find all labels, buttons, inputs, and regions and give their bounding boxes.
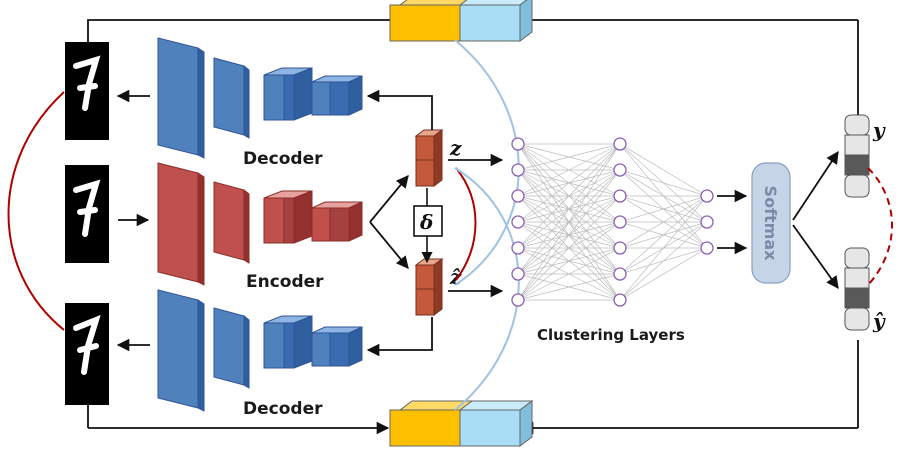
clustering-connections: [517, 143, 708, 301]
clustering-neurons: [511, 137, 714, 307]
network-edge: [517, 143, 621, 249]
network-edge: [517, 169, 621, 301]
red-arc-latent: [455, 167, 477, 281]
red-arc-top-left: [7, 91, 65, 331]
neuron-layer-2: [613, 189, 627, 203]
latent-z-block: [414, 129, 444, 187]
network-edge: [517, 143, 621, 223]
network-edge: [619, 195, 708, 275]
encoder-network: [157, 162, 363, 286]
network-edge: [517, 247, 621, 301]
delta-box: [413, 205, 443, 237]
neuron-layer-1: [511, 241, 525, 255]
neuron-layer-2: [613, 137, 627, 151]
blue-curve-bottom: [454, 167, 520, 411]
network-edge: [619, 169, 708, 197]
neuron-layer-2: [613, 163, 627, 177]
latent-to-decoder-arrows: [366, 89, 433, 357]
network-edge: [517, 195, 621, 301]
red-dashed-arc-output: [867, 167, 893, 286]
network-edge: [619, 195, 708, 249]
network-edge: [517, 273, 621, 301]
queue-block-top: [389, 0, 533, 42]
network-edge: [517, 143, 621, 171]
neuron-layer-1: [511, 267, 525, 281]
output-to-softmax-arrows: [717, 189, 748, 255]
label-decoder-top: Decoder: [243, 149, 323, 169]
network-edge: [517, 143, 621, 301]
network-edge: [619, 195, 708, 301]
network-edge: [619, 195, 708, 223]
digit-image-middle: [65, 165, 109, 263]
network-edge: [517, 221, 621, 301]
blue-curve-top: [454, 39, 520, 286]
neuron-layer-1: [511, 163, 525, 177]
neuron-layer-1: [511, 215, 525, 229]
network-edge: [619, 143, 708, 197]
decoder-top-network: [157, 37, 363, 159]
feedback-loop-top: [87, 13, 859, 115]
softmax-to-vector-arrows: [792, 150, 839, 290]
neuron-layer-1: [511, 189, 525, 203]
delta-symbol: δ: [419, 210, 433, 234]
neuron-layer-3: [700, 241, 714, 255]
neuron-layer-1: [511, 137, 525, 151]
digit-image-top: [65, 42, 109, 140]
network-edge: [517, 143, 621, 275]
neuron-layer-3: [700, 215, 714, 229]
neuron-layer-1: [511, 293, 525, 307]
symbol-z: z: [449, 136, 462, 160]
label-clustering-layers: Clustering Layers: [537, 326, 685, 344]
label-softmax: Softmax: [761, 186, 780, 262]
feedback-loop-bottom: [87, 340, 859, 435]
neuron-layer-3: [700, 189, 714, 203]
queue-block-bottom: [389, 400, 534, 447]
network-edge: [517, 143, 621, 197]
neuron-layer-2: [613, 215, 627, 229]
encoder-split-arrows: [369, 175, 409, 269]
network-edge: [619, 221, 708, 301]
vector-y-hat-icon: [844, 247, 870, 331]
symbol-y-hat: ŷ: [872, 309, 886, 333]
neuron-layer-2: [613, 293, 627, 307]
decoder-bottom-network: [157, 289, 363, 412]
symbol-y: y: [872, 118, 886, 142]
label-decoder-bottom: Decoder: [243, 399, 323, 419]
softmax-box: [751, 162, 791, 284]
network-edge: [619, 247, 708, 301]
label-encoder: Encoder: [246, 272, 324, 292]
vector-y-icon: [844, 114, 870, 198]
digit-image-bottom: [65, 303, 109, 405]
neuron-layer-2: [613, 241, 627, 255]
latent-z-hat-block: [414, 258, 444, 316]
neuron-layer-2: [613, 267, 627, 281]
